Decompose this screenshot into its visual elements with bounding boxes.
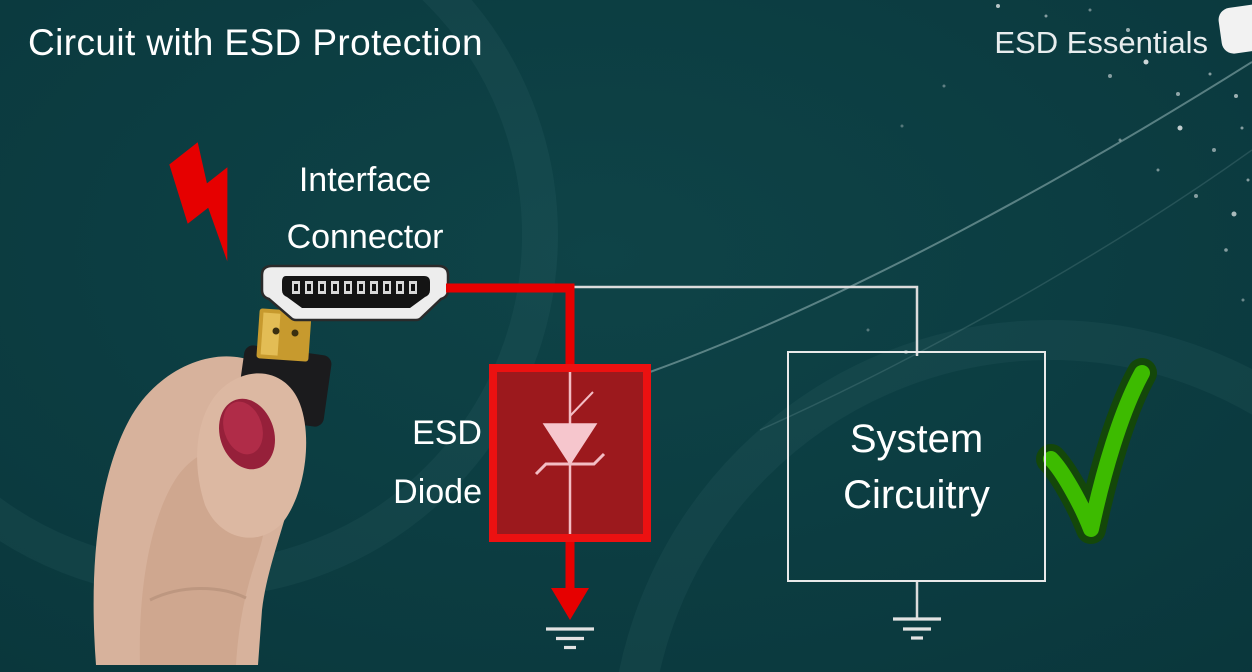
system-circuitry-box: System Circuitry: [787, 351, 1046, 582]
hdmi-connector-icon: [260, 264, 450, 322]
plug-screw-hole: [272, 327, 280, 335]
ground-icon-left: [546, 627, 594, 650]
signal-wire: [570, 285, 919, 356]
esd-diode-label-line2: Diode: [393, 473, 482, 511]
brand-name: ESD Essentials: [994, 25, 1208, 60]
zener-diode-symbol-icon: [534, 372, 606, 534]
hand-crease: [149, 587, 247, 602]
ground-icon-right: [893, 582, 941, 640]
esd-diode-label: ESD Diode: [328, 404, 482, 522]
diode-to-ground-arrow: [551, 540, 589, 620]
hand-holding-connector-photo: [93, 308, 332, 665]
lightning-icon: [169, 142, 228, 262]
page-title: Circuit with ESD Protection: [28, 22, 483, 63]
system-circuitry-label-line2: Circuitry: [843, 472, 990, 517]
brand-logo: [1217, 2, 1252, 56]
background-arc-faint: [759, 149, 1252, 431]
interface-connector-label: Interface Connector: [250, 152, 480, 266]
esd-diode-box: [489, 364, 651, 542]
plug-screw-hole: [291, 329, 299, 337]
checkmark-icon: [1036, 358, 1157, 544]
connector-pin-slots: [294, 284, 415, 291]
background-ring-right: [619, 320, 1252, 672]
system-circuitry-label-line1: System: [849, 416, 984, 461]
interface-connector-label-line1: Interface: [298, 161, 432, 199]
esd-diode-label-line1: ESD: [412, 414, 482, 452]
interface-connector-label-line2: Connector: [286, 218, 444, 256]
thumbnail-highlight: [223, 401, 263, 455]
background-arc-bright: [649, 61, 1252, 373]
esd-current-wire: [446, 283, 575, 368]
